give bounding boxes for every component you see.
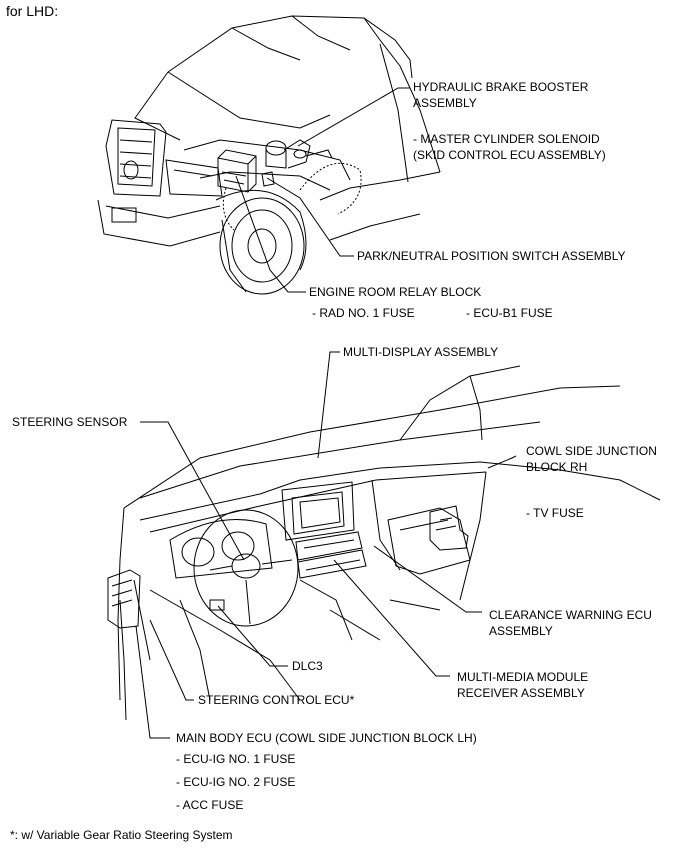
ecu-ig2-fuse-label: - ECU-IG NO. 2 FUSE [176, 775, 296, 789]
park-switch-illustration [261, 171, 275, 187]
dashboard-illustration [107, 365, 661, 721]
multimedia-module-label: MULTI-MEDIA MODULE [457, 670, 589, 684]
master-cylinder-label: - MASTER CYLINDER SOLENOID [413, 132, 600, 146]
cowl-side-rh-label: COWL SIDE JUNCTION [526, 444, 657, 458]
dlc3-label: DLC3 [292, 659, 323, 673]
master-cylinder-label-line2: (SKID CONTROL ECU ASSEMBLY) [413, 148, 606, 162]
steering-control-ecu-label: STEERING CONTROL ECU* [198, 693, 355, 707]
tv-fuse-label: - TV FUSE [526, 506, 584, 520]
cowl-side-rh-label-line2: BLOCK RH [526, 460, 588, 474]
clearance-warning-label: CLEARANCE WARNING ECU [489, 608, 652, 622]
brake-booster-illustration [265, 139, 333, 169]
multimedia-module-label-line2: RECEIVER ASSEMBLY [457, 686, 585, 700]
ecu-ig1-fuse-label: - ECU-IG NO. 1 FUSE [176, 752, 296, 766]
rad-fuse-label: - RAD NO. 1 FUSE [312, 306, 415, 320]
brake-booster-label: HYDRAULIC BRAKE BOOSTER [413, 80, 589, 94]
park-neutral-switch-label: PARK/NEUTRAL POSITION SWITCH ASSEMBLY [357, 249, 626, 263]
steering-sensor-label: STEERING SENSOR [12, 415, 128, 429]
top-leader-lines [235, 87, 410, 293]
brake-booster-label-line2: ASSEMBLY [413, 96, 477, 110]
relay-block-illustration [217, 149, 257, 193]
engine-room-relay-block-label: ENGINE ROOM RELAY BLOCK [309, 285, 482, 299]
page-title: for LHD: [6, 3, 59, 19]
main-body-ecu-label: MAIN BODY ECU (COWL SIDE JUNCTION BLOCK … [176, 731, 477, 745]
vehicle-illustration [97, 15, 441, 295]
footnote: *: w/ Variable Gear Ratio Steering Syste… [10, 828, 233, 842]
ecu-b1-fuse-label: - ECU-B1 FUSE [466, 306, 553, 320]
clearance-warning-label-line2: ASSEMBLY [489, 624, 553, 638]
bottom-leader-lines [135, 351, 517, 739]
multi-display-label: MULTI-DISPLAY ASSEMBLY [343, 345, 499, 359]
acc-fuse-label: - ACC FUSE [176, 798, 244, 812]
